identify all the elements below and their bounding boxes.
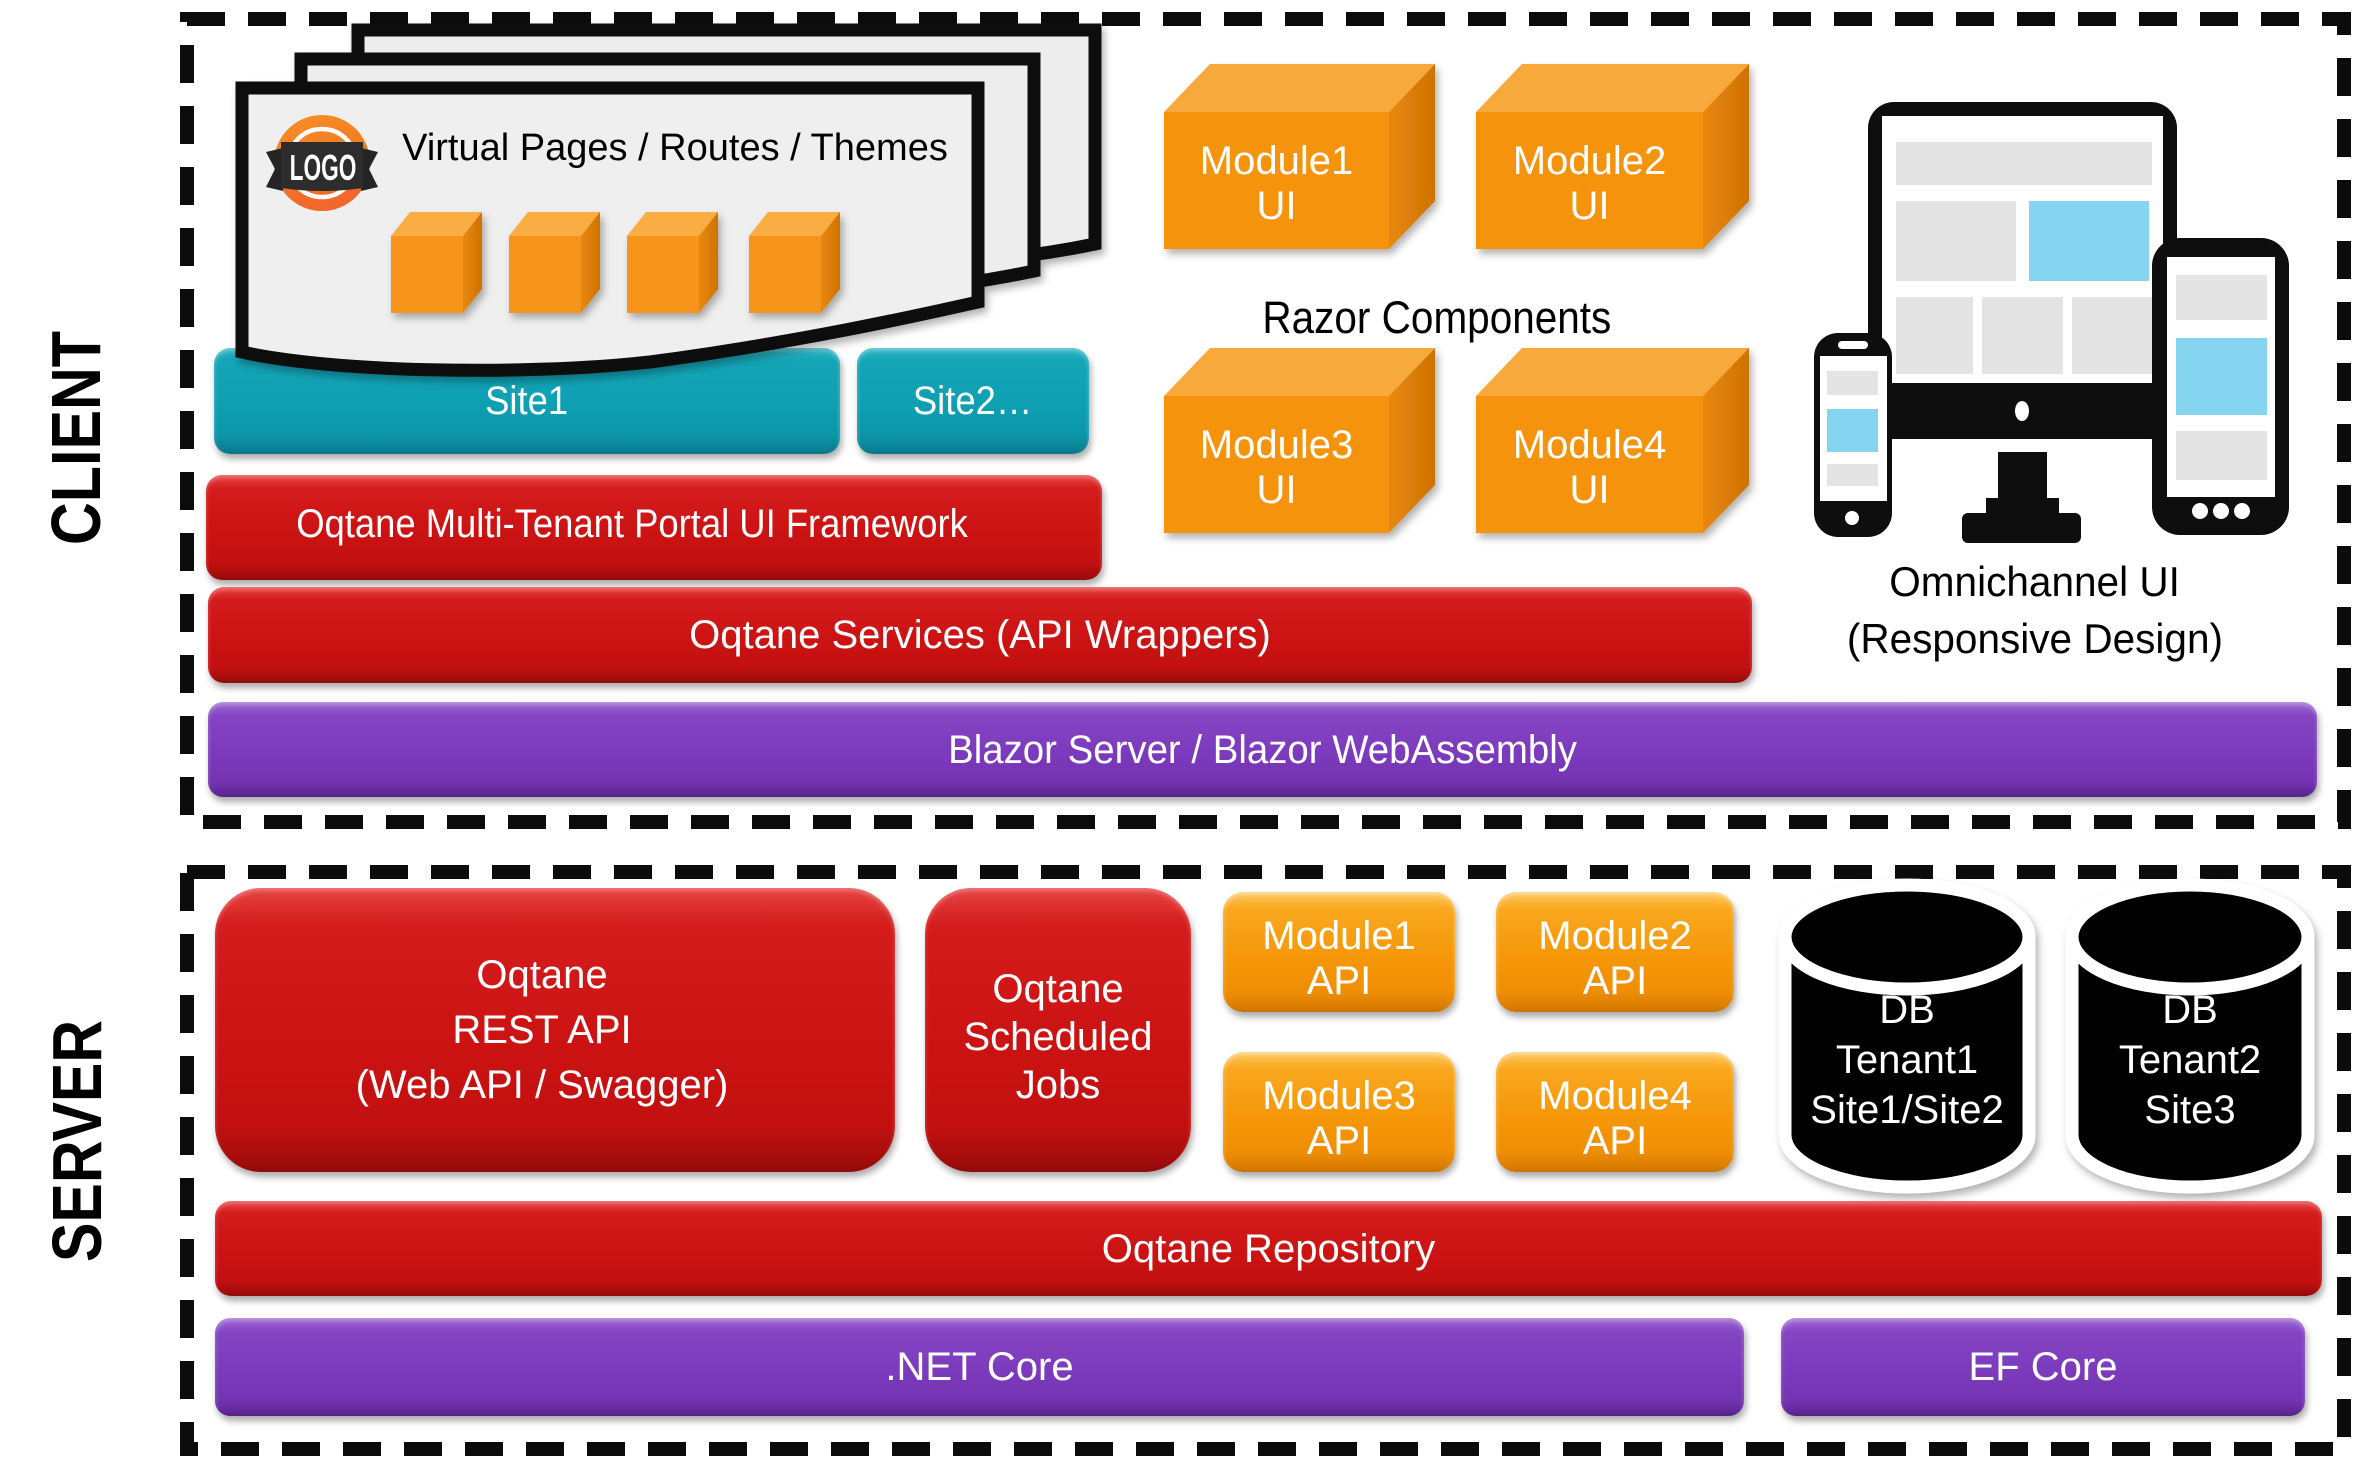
svg-text:CLIENT: CLIENT <box>37 331 115 545</box>
svg-text:SERVER: SERVER <box>38 1020 116 1262</box>
